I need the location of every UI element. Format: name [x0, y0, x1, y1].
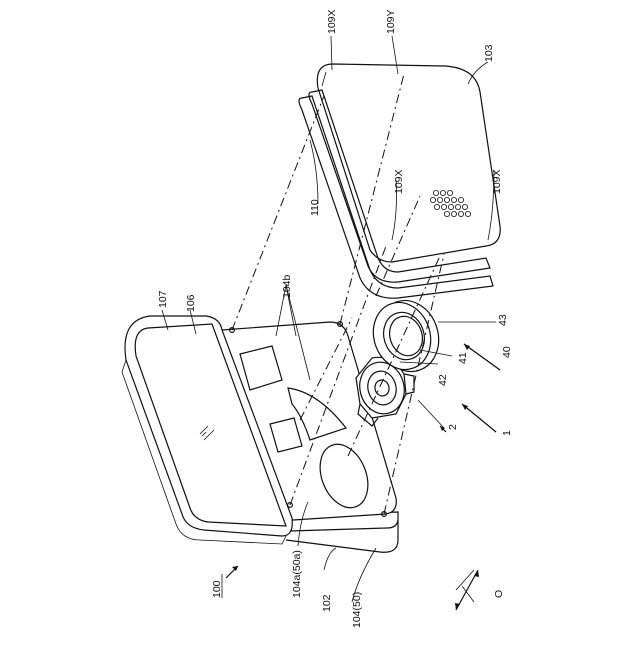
label-40: 40 — [501, 346, 513, 358]
label-109x-mid: 109X — [393, 169, 405, 194]
label-104a-50a: 104a(50a) — [291, 550, 303, 598]
label-41: 41 — [457, 352, 469, 364]
label-104b: 104b — [281, 274, 293, 298]
label-43: 43 — [497, 314, 509, 326]
label-103: 103 — [483, 44, 495, 62]
label-107: 107 — [157, 290, 169, 308]
label-104-50: 104(50) — [351, 592, 363, 628]
label-1: 1 — [501, 430, 513, 436]
label-109x-right: 109X — [491, 169, 503, 194]
label-2: 2 — [447, 424, 459, 430]
label-42: 42 — [437, 374, 449, 386]
label-102: 102 — [321, 594, 333, 612]
label-109y-top: 109Y — [385, 9, 397, 34]
label-100: 100 — [211, 580, 223, 598]
label-o: O — [493, 590, 505, 598]
label-106: 106 — [185, 294, 197, 312]
label-110: 110 — [309, 199, 321, 216]
label-109x-top: 109X — [326, 9, 338, 34]
